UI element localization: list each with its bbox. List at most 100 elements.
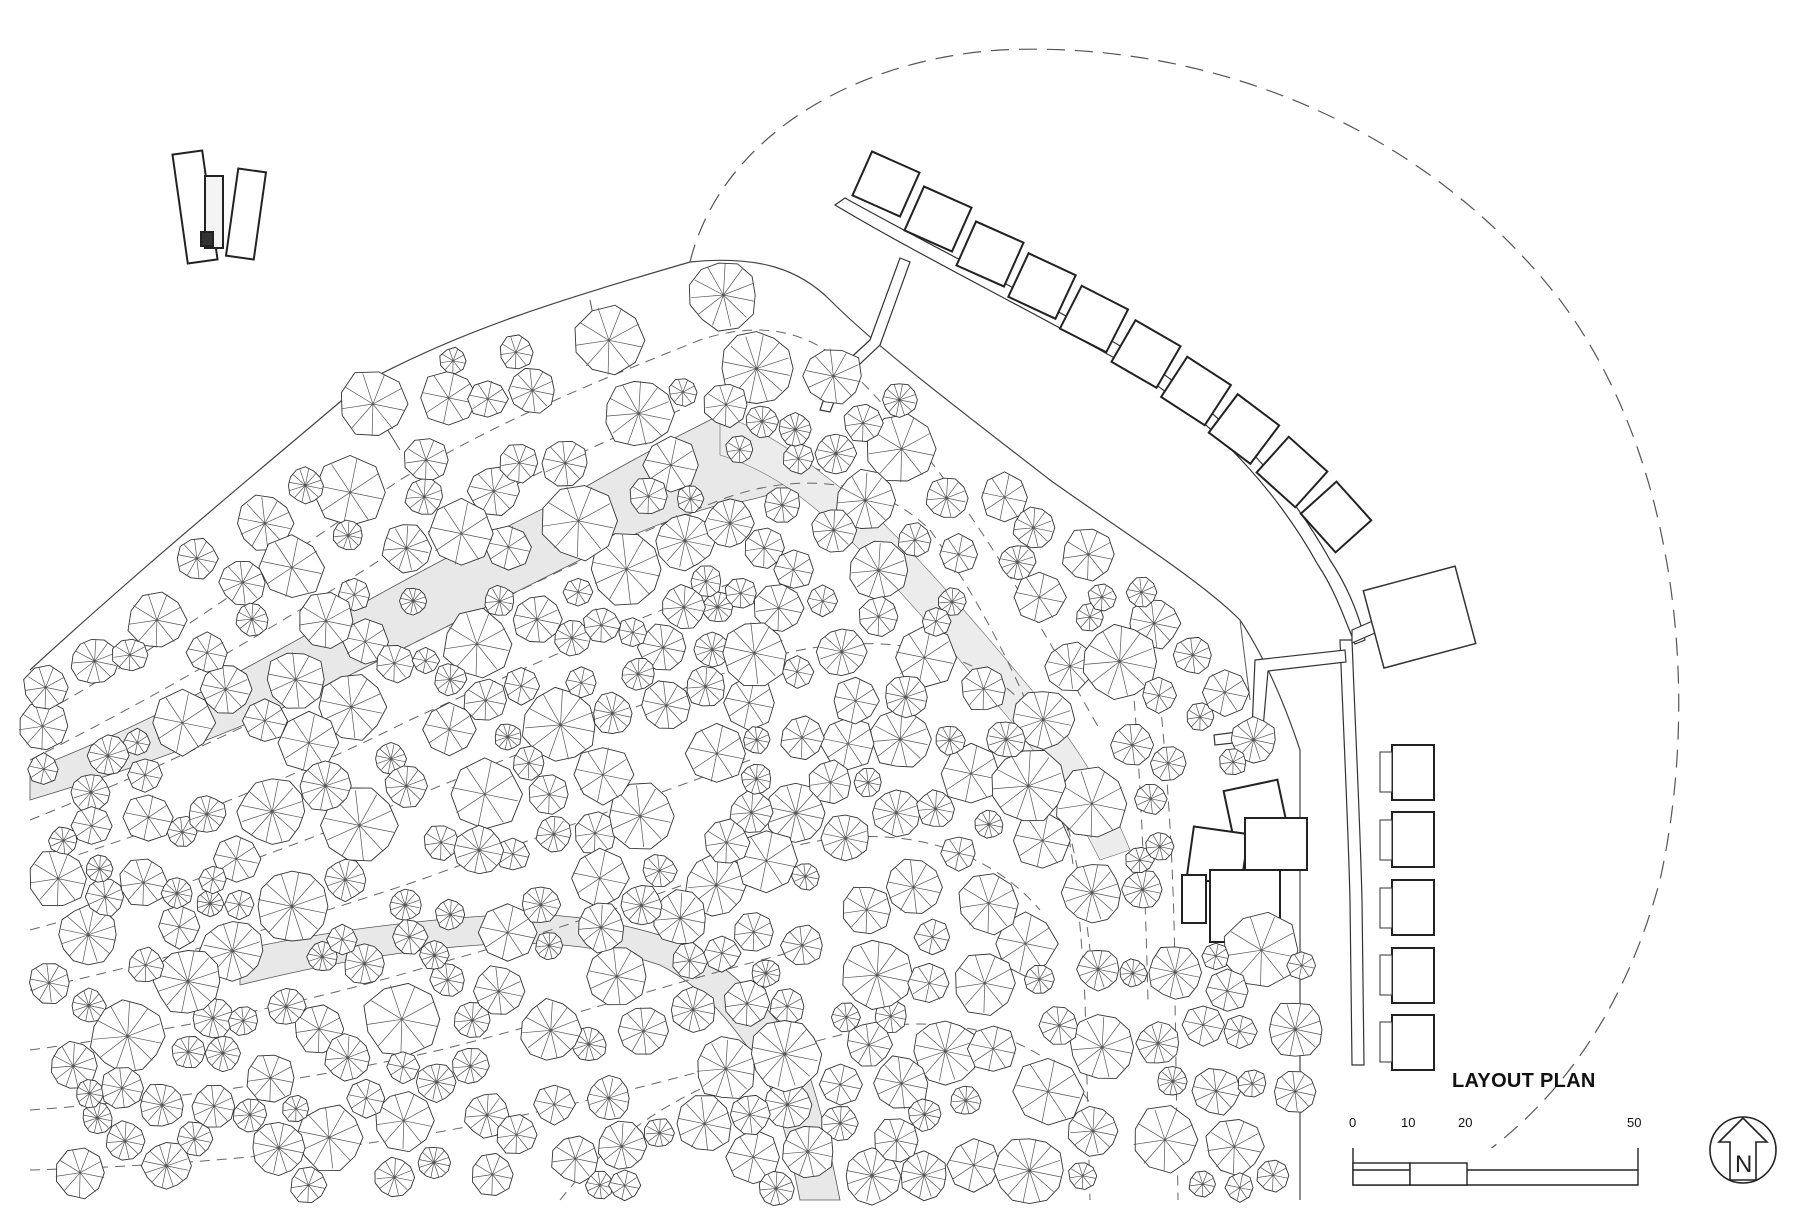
tree-symbol xyxy=(340,371,409,437)
north-arrow-label: N xyxy=(1735,1151,1752,1178)
tree-symbol xyxy=(213,835,262,883)
tree-symbol xyxy=(961,666,1006,711)
tree-symbol xyxy=(70,806,113,845)
tree-symbol xyxy=(584,1170,614,1200)
tree-symbol xyxy=(950,1085,982,1115)
tree-symbol xyxy=(434,663,468,697)
tree-symbol xyxy=(586,1075,630,1121)
tree-symbol xyxy=(885,858,943,914)
tree-symbol xyxy=(778,412,812,447)
tree-symbol xyxy=(571,847,630,909)
tree-symbol xyxy=(266,652,325,709)
tree-symbol xyxy=(946,1138,1002,1193)
tree-symbol xyxy=(1205,1119,1265,1177)
tree-symbol xyxy=(1237,1069,1267,1098)
tree-symbol xyxy=(528,774,569,815)
tree-symbol xyxy=(820,814,869,862)
tree-symbol xyxy=(693,631,731,668)
tree-symbol xyxy=(764,487,801,523)
tree-symbol xyxy=(1087,583,1117,612)
tree-symbol xyxy=(419,940,450,970)
tree-symbol xyxy=(551,1135,599,1184)
tree-symbol xyxy=(363,982,441,1056)
tree-symbol xyxy=(1133,1105,1199,1174)
tree-symbol xyxy=(191,1084,236,1128)
tree-symbol xyxy=(324,858,367,903)
tree-symbol xyxy=(830,1002,861,1033)
tree-symbol xyxy=(843,403,884,442)
tree-symbol xyxy=(617,1007,669,1055)
tree-symbol xyxy=(494,723,522,751)
tree-symbol xyxy=(495,837,530,871)
tree-symbol xyxy=(1186,702,1215,731)
tree-symbol xyxy=(590,533,662,606)
tree-symbol xyxy=(593,691,633,734)
tree-symbol xyxy=(1274,1070,1317,1113)
tree-symbol xyxy=(1157,1066,1188,1096)
tree-symbol xyxy=(938,587,967,616)
tree-symbol xyxy=(688,262,756,332)
tree-symbol xyxy=(520,997,583,1061)
tree-symbol xyxy=(258,534,325,598)
tree-symbol xyxy=(411,646,441,675)
tree-symbol xyxy=(783,443,815,475)
tree-symbol xyxy=(82,1101,113,1134)
tree-symbol xyxy=(574,304,646,376)
tree-symbol xyxy=(442,607,513,679)
tree-symbol xyxy=(882,383,918,418)
tree-symbol xyxy=(152,688,217,757)
tree-symbol xyxy=(227,1006,259,1036)
tree-symbol xyxy=(1038,1006,1078,1045)
tree-symbol xyxy=(422,702,477,757)
tree-symbol xyxy=(89,999,166,1074)
tree-symbol xyxy=(1044,641,1096,692)
tree-symbol xyxy=(1201,669,1250,717)
tree-symbol xyxy=(907,962,950,1003)
tree-symbol xyxy=(925,477,969,518)
tree-symbol xyxy=(392,919,429,955)
tree-symbol xyxy=(290,1166,328,1204)
tree-symbol xyxy=(780,715,825,761)
tree-symbol xyxy=(811,509,858,553)
tree-symbol xyxy=(267,988,307,1025)
tree-symbol xyxy=(1125,846,1155,874)
tree-symbol xyxy=(70,638,120,684)
tree-symbol xyxy=(55,1147,105,1200)
tree-symbol xyxy=(85,854,114,883)
tree-symbol xyxy=(158,904,201,950)
tree-symbol xyxy=(981,471,1028,523)
tree-symbol xyxy=(160,877,193,909)
tree-symbol xyxy=(815,628,868,677)
tree-symbol xyxy=(1201,942,1230,971)
tree-symbol xyxy=(583,607,622,643)
tree-symbol xyxy=(535,932,564,961)
tree-symbol xyxy=(384,765,428,808)
tree-symbol xyxy=(858,596,899,637)
tree-symbol xyxy=(573,747,635,806)
tree-symbol xyxy=(565,666,597,699)
tree-symbol xyxy=(541,485,618,562)
tree-symbol xyxy=(554,619,591,657)
tree-symbol xyxy=(958,873,1019,936)
tree-symbol xyxy=(1219,748,1247,775)
tree-symbol xyxy=(218,561,266,606)
tree-symbol xyxy=(686,665,725,707)
tree-symbol xyxy=(152,950,221,1014)
tree-symbol xyxy=(521,886,562,923)
tree-symbol xyxy=(642,854,678,887)
tree-symbol xyxy=(833,676,880,725)
tree-symbol xyxy=(23,664,69,710)
tree-canopy-group xyxy=(18,262,1323,1206)
tree-symbol xyxy=(1076,950,1120,992)
tree-symbol xyxy=(644,1118,675,1147)
tree-symbol xyxy=(1110,723,1155,766)
scale-bar xyxy=(1352,1148,1639,1186)
tree-symbol xyxy=(1067,1105,1119,1157)
tree-symbol xyxy=(597,1120,648,1170)
tree-symbol xyxy=(423,825,460,861)
tree-symbol xyxy=(935,725,966,756)
tree-symbol xyxy=(320,787,399,862)
tree-symbol xyxy=(188,795,227,833)
site-boundary xyxy=(29,259,1301,1200)
dashed-outer-boundary xyxy=(689,48,1680,1171)
